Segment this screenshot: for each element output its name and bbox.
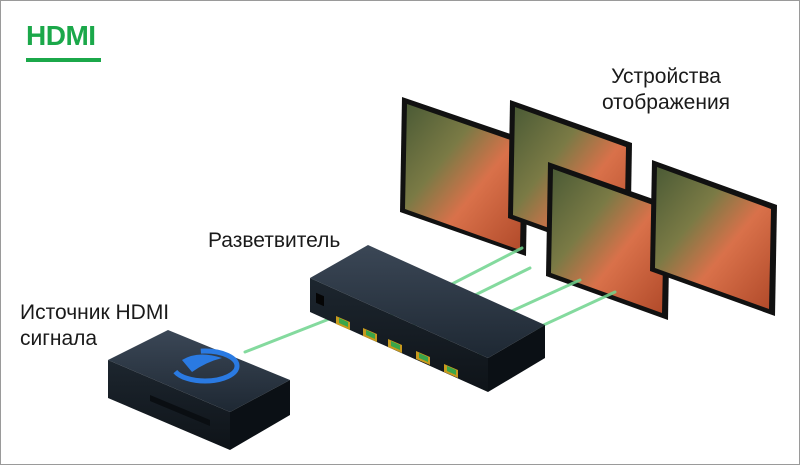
- displays-label: Устройства отображения: [586, 64, 746, 116]
- source-label-line2: сигнала: [20, 327, 98, 350]
- splitter-device: [310, 245, 545, 392]
- hdmi-port: [336, 316, 350, 330]
- monitor-front-right: [650, 160, 777, 316]
- hdmi-port: [444, 364, 458, 378]
- hdmi-ports: [336, 316, 458, 378]
- hdmi-logo: HDMI: [26, 20, 96, 51]
- signal-line-input: [243, 312, 344, 354]
- monitor-back-left: [400, 97, 528, 256]
- power-button-icon: [316, 292, 324, 307]
- bluray-disc-icon: [170, 348, 240, 384]
- source-label: Источник HDMI сигнала: [20, 300, 169, 352]
- source-device: [108, 330, 290, 450]
- hdmi-port: [416, 351, 430, 365]
- splitter-label: Разветвитель: [208, 229, 341, 252]
- hdmi-logo-underline: [26, 58, 101, 62]
- hdmi-port: [388, 339, 402, 353]
- displays-label-line1: Устройства: [611, 65, 721, 88]
- source-label-line1: Источник HDMI: [20, 301, 170, 324]
- hdmi-port: [363, 328, 377, 342]
- displays-label-line2: отображения: [601, 91, 731, 114]
